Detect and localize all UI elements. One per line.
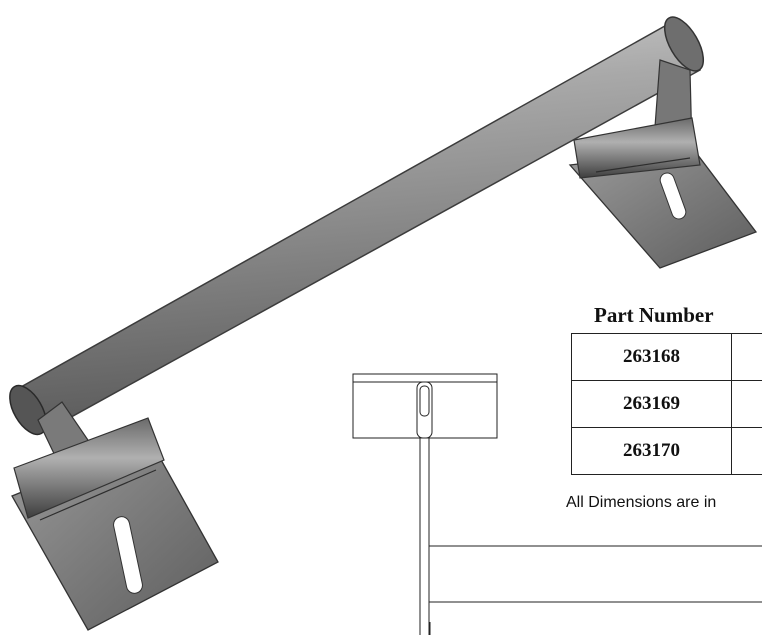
part-number-cell: 263169 [570, 380, 733, 428]
dimension-cell [731, 380, 762, 428]
right-mount-bracket [568, 59, 758, 269]
part-number-cell: 263168 [570, 333, 733, 381]
table-row: 263168 [570, 333, 762, 381]
part-number-grid: 263168 263169 263170 [570, 333, 762, 475]
dimensions-note: All Dimensions are in [566, 494, 717, 511]
part-number-header: Part Number [594, 303, 714, 327]
dimension-cell [731, 427, 762, 475]
table-row: 263170 [570, 427, 762, 475]
dimension-cell [731, 333, 762, 381]
part-number-cell: 263170 [570, 427, 733, 475]
table-row: 263169 [570, 380, 762, 428]
left-mount-bracket [11, 401, 219, 631]
rod [9, 16, 705, 436]
